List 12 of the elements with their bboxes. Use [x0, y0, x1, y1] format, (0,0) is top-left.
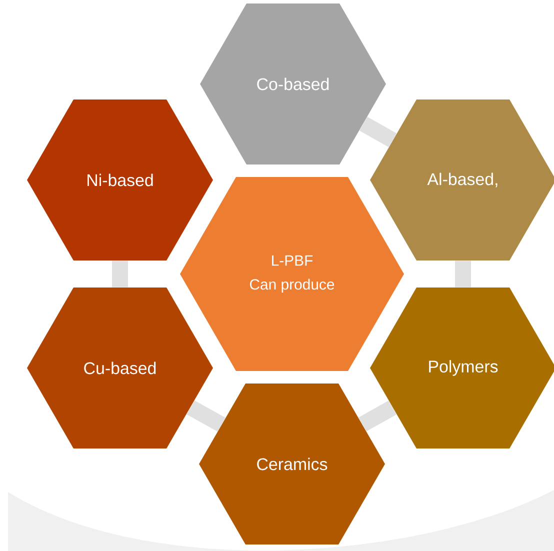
hexagon: Ni-based	[27, 99, 213, 261]
hexagon: L-PBF Can produce	[180, 177, 404, 371]
connector-band	[455, 260, 472, 288]
hexagon: Co-based	[200, 3, 386, 165]
connector-band	[358, 400, 396, 432]
connector-band	[112, 260, 128, 288]
hexagon: Ceramics	[199, 383, 385, 545]
hexagon: Al-based,	[370, 99, 554, 261]
connector-band	[359, 116, 397, 148]
connector-band	[186, 400, 226, 432]
hexagon: Cu-based	[27, 287, 213, 449]
hexagon: Polymers	[370, 287, 554, 449]
